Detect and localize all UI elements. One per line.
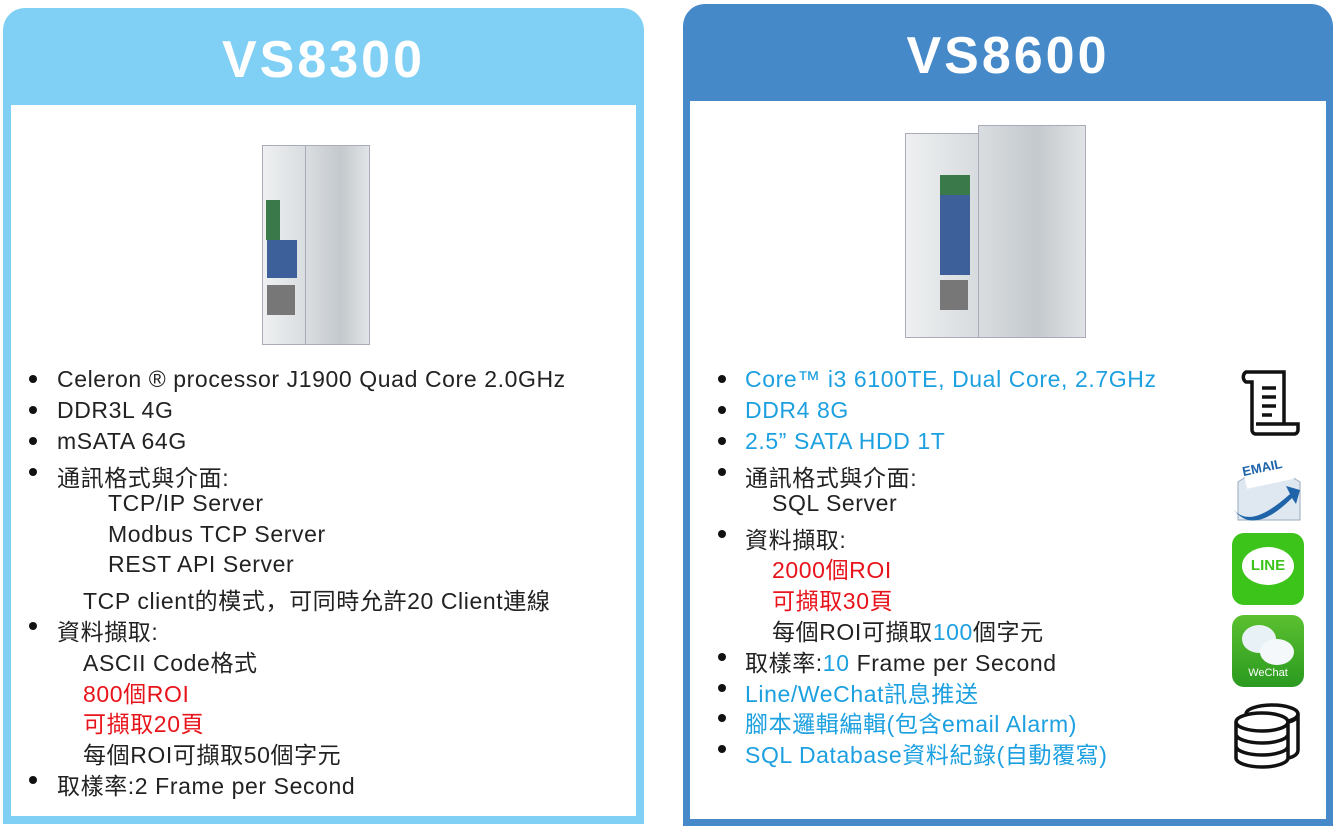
sampling-rate: 取樣率:2 Frame per Second <box>57 773 356 799</box>
capture-label: 資料擷取: <box>57 619 159 645</box>
spec-interface: 通訊格式與介面: <box>57 465 230 491</box>
roi-pre: 每個ROI可擷取 <box>772 619 933 645</box>
spec-storage: 2.5” SATA HDD 1T <box>745 428 946 454</box>
sampling-post: Frame per Second <box>849 650 1057 676</box>
sampling-pre: 取樣率: <box>745 650 823 676</box>
capture-label: 資料擷取: <box>745 527 847 553</box>
bullet <box>29 776 37 784</box>
wechat-app-icon: WeChat <box>1232 615 1304 687</box>
bullet <box>29 375 37 383</box>
wechat-label: WeChat <box>1248 667 1288 679</box>
feature-item: 腳本邏輯編輯(包含email Alarm) <box>745 711 1078 737</box>
spec-ram: DDR3L 4G <box>57 397 174 423</box>
bullet <box>718 530 726 538</box>
capture-item: 2000個ROI <box>772 557 892 583</box>
line-app-icon: LINE <box>1232 533 1304 605</box>
bullet <box>718 714 726 722</box>
spec-storage: mSATA 64G <box>57 428 187 454</box>
interface-item: Modbus TCP Server <box>108 521 326 547</box>
bullet <box>29 437 37 445</box>
interface-item: TCP/IP Server <box>108 490 264 516</box>
capture-item: ASCII Code格式 <box>83 650 258 676</box>
capture-item: 800個ROI <box>83 681 190 707</box>
bullet <box>718 684 726 692</box>
interface-item: SQL Server <box>772 490 898 516</box>
capture-item: 可擷取20頁 <box>83 711 205 737</box>
capture-item: 可擷取30頁 <box>772 588 894 614</box>
spec-cpu: Celeron ® processor J1900 Quad Core 2.0G… <box>57 366 566 392</box>
capture-item: 每個ROI可擷取50個字元 <box>83 742 342 768</box>
bullet <box>718 468 726 476</box>
bullet <box>718 653 726 661</box>
email-icon: EMAIL <box>1228 452 1301 524</box>
bullet <box>29 622 37 630</box>
vs8300-title: VS8300 <box>221 31 426 89</box>
roi-chars: 每個ROI可擷取100個字元 <box>772 613 1044 647</box>
database-icon <box>1234 703 1300 769</box>
spec-interface: 通訊格式與介面: <box>745 465 918 491</box>
spec-cpu: Core™ i3 6100TE, Dual Core, 2.7GHz <box>745 366 1157 392</box>
script-scroll-icon <box>1241 370 1300 436</box>
feature-item: SQL Database資料紀錄(自動覆寫) <box>745 742 1108 768</box>
bullet <box>29 406 37 414</box>
vs8600-title: VS8600 <box>906 27 1110 85</box>
bullet <box>718 437 726 445</box>
sampling-rate: 取樣率:10 Frame per Second <box>745 644 1057 678</box>
sampling-num: 10 <box>822 650 850 676</box>
spec-ram: DDR4 8G <box>745 397 849 423</box>
bullet <box>718 375 726 383</box>
line-label: LINE <box>1250 557 1286 574</box>
roi-num: 100 <box>932 619 973 645</box>
bullet <box>718 406 726 414</box>
roi-post: 個字元 <box>972 619 1044 645</box>
vs8300-card: VS8300 <box>3 8 644 824</box>
interface-item: REST API Server <box>108 551 295 577</box>
bullet <box>29 468 37 476</box>
bullet <box>718 745 726 753</box>
client-note: TCP client的模式，可同時允許20 Client連線 <box>83 588 551 614</box>
feature-item: Line/WeChat訊息推送 <box>745 681 979 707</box>
